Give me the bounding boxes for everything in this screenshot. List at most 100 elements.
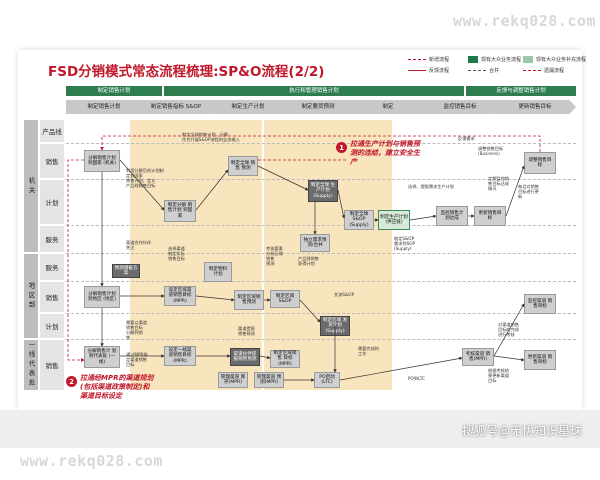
process-box: 独立需求预 测/合并 xyxy=(300,234,330,252)
annotation-note: 需要以渠道 销售目标 分解到销 售 xyxy=(126,320,147,341)
annotation-note: 制定全球销售计划，分解 作为开展S&OP流程的业务输入 xyxy=(182,132,240,143)
watermark-bottom: www.rekq028.com xyxy=(20,452,163,470)
annotation-note: 渠道提报 销售预测 xyxy=(238,326,255,337)
legend-existing: 现有大众业务流程 xyxy=(468,56,521,63)
annotation-note: 对渠道销售 目标的完成 进行考核 xyxy=(498,322,519,338)
process-box: 设定区域渠 道销售目标 (MPR) xyxy=(164,286,196,306)
legend-new-flow: 新增流程 xyxy=(408,56,449,63)
annotation-note: 反馈需求 xyxy=(458,136,475,141)
process-box: 设定一线渠 道销售目标 (MPR) xyxy=(164,346,196,366)
phase-plan: 制定销售计划 xyxy=(66,86,162,96)
green-box-icon xyxy=(468,56,478,63)
process-box: 管理渠道 预测(MPR) xyxy=(254,372,284,388)
lane-region-service: 服务 xyxy=(40,254,64,280)
step-7: 更新销售目标 xyxy=(494,100,576,114)
solid-line-icon xyxy=(408,70,426,71)
legend-note: 遗漏流程 xyxy=(523,67,564,74)
annotation-note: 需要完成的 工作 xyxy=(358,346,379,357)
lane-divider xyxy=(66,179,576,180)
lane-group-frontline: 一线代表处 xyxy=(24,340,38,390)
annotation-note: 制定S&OP 需求到SOP (Supply) xyxy=(394,236,416,252)
legend-fix: 现有大众业务补充流程 xyxy=(523,56,586,63)
dashed-line-icon xyxy=(408,59,426,60)
source-watermark: 搜狐号@无忧知识星球 xyxy=(462,424,583,438)
process-box: 分解销售计划 到地区 (地区) xyxy=(84,286,120,308)
phase-bar: 制定销售计划 执行和管理销售计划 反馈与调整销售计划 xyxy=(66,86,576,96)
light-green-box-icon xyxy=(523,56,533,63)
process-box: 监控销售计 划达成 xyxy=(436,206,468,226)
step-4: 制定要货预测 xyxy=(280,100,356,114)
lane-divider xyxy=(66,339,576,340)
lane-group-hq: 机关 xyxy=(24,120,38,252)
callout-number: 2 xyxy=(66,376,77,387)
process-slide: FSD分销模式常态流程梳理:SP&O流程(2/2) 新增流程 反馈流程 现有大众… xyxy=(18,50,586,410)
step-5: 制定 xyxy=(350,100,426,114)
process-box: 制定全球 S&OP (Supply) xyxy=(344,210,374,230)
lane-group-region: 地区部 xyxy=(24,254,38,338)
red-dashed-icon xyxy=(523,70,541,71)
lane-divider xyxy=(66,281,576,282)
lane-hq-plan: 计划 xyxy=(40,180,64,224)
lane-divider xyxy=(66,225,576,226)
process-box: 渠道伙伴提 报销售预测 xyxy=(230,348,260,366)
phase-feedback: 反馈与调整销售计划 xyxy=(466,86,576,96)
gray-line-icon xyxy=(468,70,486,71)
annotation-note: 交流S&OP xyxy=(334,292,355,297)
lane-divider xyxy=(66,143,576,144)
process-box: 分解销售计 划到代表处 (一线) xyxy=(84,346,120,368)
lane-product: 产品线 xyxy=(40,120,64,142)
annotation-note: 利用分解后的计划制 定各国家 销售计划，定义 产品线销售目标 xyxy=(126,168,164,189)
lane-region-sales: 销售 xyxy=(40,282,64,312)
process-box: 制定全球 生产计划 (Supply) xyxy=(308,180,338,202)
watermark-top: www.rekq028.com xyxy=(453,12,596,30)
legend-feedback: 反馈流程 xyxy=(408,67,449,74)
process-box: 监控渠道 销售目标 xyxy=(524,294,556,314)
process-box: 更新销售目 标 xyxy=(474,206,506,226)
annotation-note: 考核要素 分析区域 销售 预测 xyxy=(266,246,283,267)
process-box: 管理渠道 库存(MPR) xyxy=(218,372,248,388)
annotation-note: 调整销售目标 (Business) xyxy=(478,146,504,157)
process-box: 制定物料 计划 xyxy=(204,262,232,282)
highlight-zone-2 xyxy=(264,120,392,390)
process-box: 更新渠道 销售目标 xyxy=(524,350,556,370)
lane-region-plan: 计划 xyxy=(40,314,64,338)
step-6: 监控销售目标 xyxy=(420,100,500,114)
step-1: 制定销售计划 xyxy=(66,100,142,114)
process-box: 制定区域销 售预测 xyxy=(234,290,264,310)
step-3: 制定生产计划 xyxy=(210,100,286,114)
process-box: 制定全球 销售 预测 xyxy=(228,156,258,176)
process-box: 预测储备方 案 xyxy=(112,264,140,278)
annotation-note: 产品线销售 获得计划 xyxy=(298,256,319,267)
process-box: 制定生产计划 (供应链) xyxy=(378,210,410,230)
lane-divider xyxy=(66,313,576,314)
annotation-note: PO到LTC xyxy=(408,376,426,381)
annotation-note: 每月对销售 目标进行更 新 xyxy=(518,184,539,200)
process-box: PO启动 (LTC) xyxy=(314,372,340,388)
process-box: 考核渠道 销售(MPR) xyxy=(462,348,494,366)
callout-text: 拉通经MPR的渠道规划 (包括渠道政策制定)和 渠道目标设定 xyxy=(80,374,154,400)
slide-title: FSD分销模式常态流程梳理:SP&O流程(2/2) xyxy=(48,64,325,80)
process-box: 制定区域销售 目标(MPR) xyxy=(270,350,300,368)
phase-execute: 执行和管理销售计划 xyxy=(164,86,464,96)
step-2: 制定销售指标 S&OP xyxy=(136,100,216,114)
lane-frontline-sales: 销售 xyxy=(40,340,64,390)
annotation-note: 根据考核结 果更新渠道 目标 xyxy=(488,368,509,384)
callout-text: 拉通生产计划与销售预 测的连结，建立安全生 产 xyxy=(350,140,420,166)
legend-merge: 合并 xyxy=(468,67,499,74)
annotation-note: 渠道合作伙伴 关注 xyxy=(126,240,152,251)
annotation-note: 通过MPR指 定渠道销售 目标 xyxy=(126,352,148,368)
annotation-note: 选择、提报需求生产计划 xyxy=(408,184,455,189)
lane-hq-sales: 销售 xyxy=(40,144,64,178)
bottom-bar xyxy=(0,410,600,448)
lane-divider xyxy=(66,253,576,254)
step-bar: 制定销售计划 制定销售指标 S&OP 制定生产计划 制定要货预测 制定 监控销售… xyxy=(66,100,576,114)
process-box: 制定区域 发货计划 (Supply) xyxy=(320,316,350,336)
process-box: 分解销售计划 到国家 (机关) xyxy=(84,150,120,172)
lane-hq-service: 服务 xyxy=(40,226,64,252)
process-box: 制定区域 S&OP xyxy=(270,290,300,308)
callout-number: 1 xyxy=(336,142,347,153)
annotation-note: 选择渠道 制定实际 销售目标 xyxy=(168,246,185,262)
annotation-note: 定期监控销 售目标达成 情况 xyxy=(488,176,509,192)
process-box: 制定分解 销售计划 到国家 xyxy=(164,200,196,222)
process-box: 调整销售目 标 xyxy=(524,152,556,174)
